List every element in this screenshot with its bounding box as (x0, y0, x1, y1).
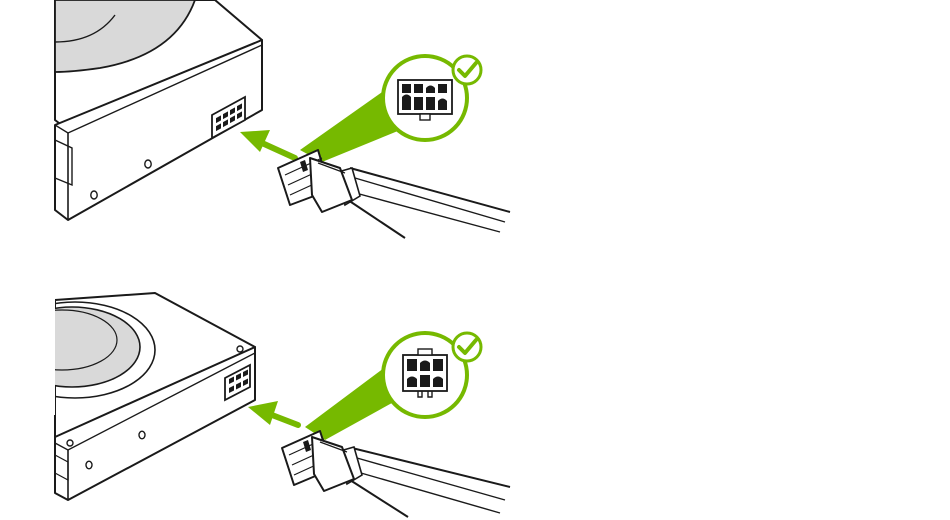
graphics-card-6pin (0, 293, 255, 500)
cable-plug-8pin (278, 150, 352, 212)
cable-plug-6pin (282, 431, 354, 491)
check-icon (453, 333, 481, 361)
graphics-card-8pin (55, 0, 262, 220)
check-icon (453, 56, 481, 84)
power-cable-6pin (340, 447, 510, 517)
panel-6pin (0, 255, 520, 520)
panel-8pin (0, 0, 520, 245)
insert-arrow-icon (248, 401, 298, 425)
insert-arrow-icon (240, 130, 295, 158)
power-cable-8pin (338, 168, 510, 238)
